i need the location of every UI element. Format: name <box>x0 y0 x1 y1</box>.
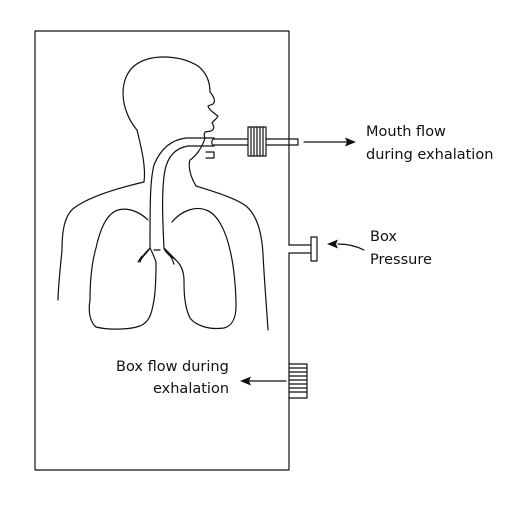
box-flow-label-line2: exhalation <box>153 381 229 397</box>
lungs <box>88 207 237 330</box>
airway <box>149 137 215 249</box>
mouth-flow-arrow <box>303 137 356 147</box>
box-pressure-label: Box Pressure <box>370 229 432 268</box>
pneumotach-screen <box>250 126 264 157</box>
box-flow-port <box>288 363 308 399</box>
mouth-flow-label-line2: during exhalation <box>366 147 493 163</box>
mouth-flow-label-line1: Mouth flow <box>366 124 446 140</box>
box-pressure-port <box>288 236 318 262</box>
mouthpiece-tube <box>213 126 299 157</box>
box-flow-arrow <box>240 376 287 386</box>
box-pressure-label-line2: Pressure <box>370 252 432 268</box>
box-flow-label-line1: Box flow during <box>116 359 229 375</box>
body-box <box>34 30 290 471</box>
box-pressure-label-line1: Box <box>370 229 397 245</box>
mouth-flow-label: Mouth flow during exhalation <box>366 124 493 163</box>
box-flow-label: Box flow during exhalation <box>116 359 229 397</box>
box-pressure-arrow <box>327 239 365 251</box>
box-flow-screen <box>288 367 308 393</box>
